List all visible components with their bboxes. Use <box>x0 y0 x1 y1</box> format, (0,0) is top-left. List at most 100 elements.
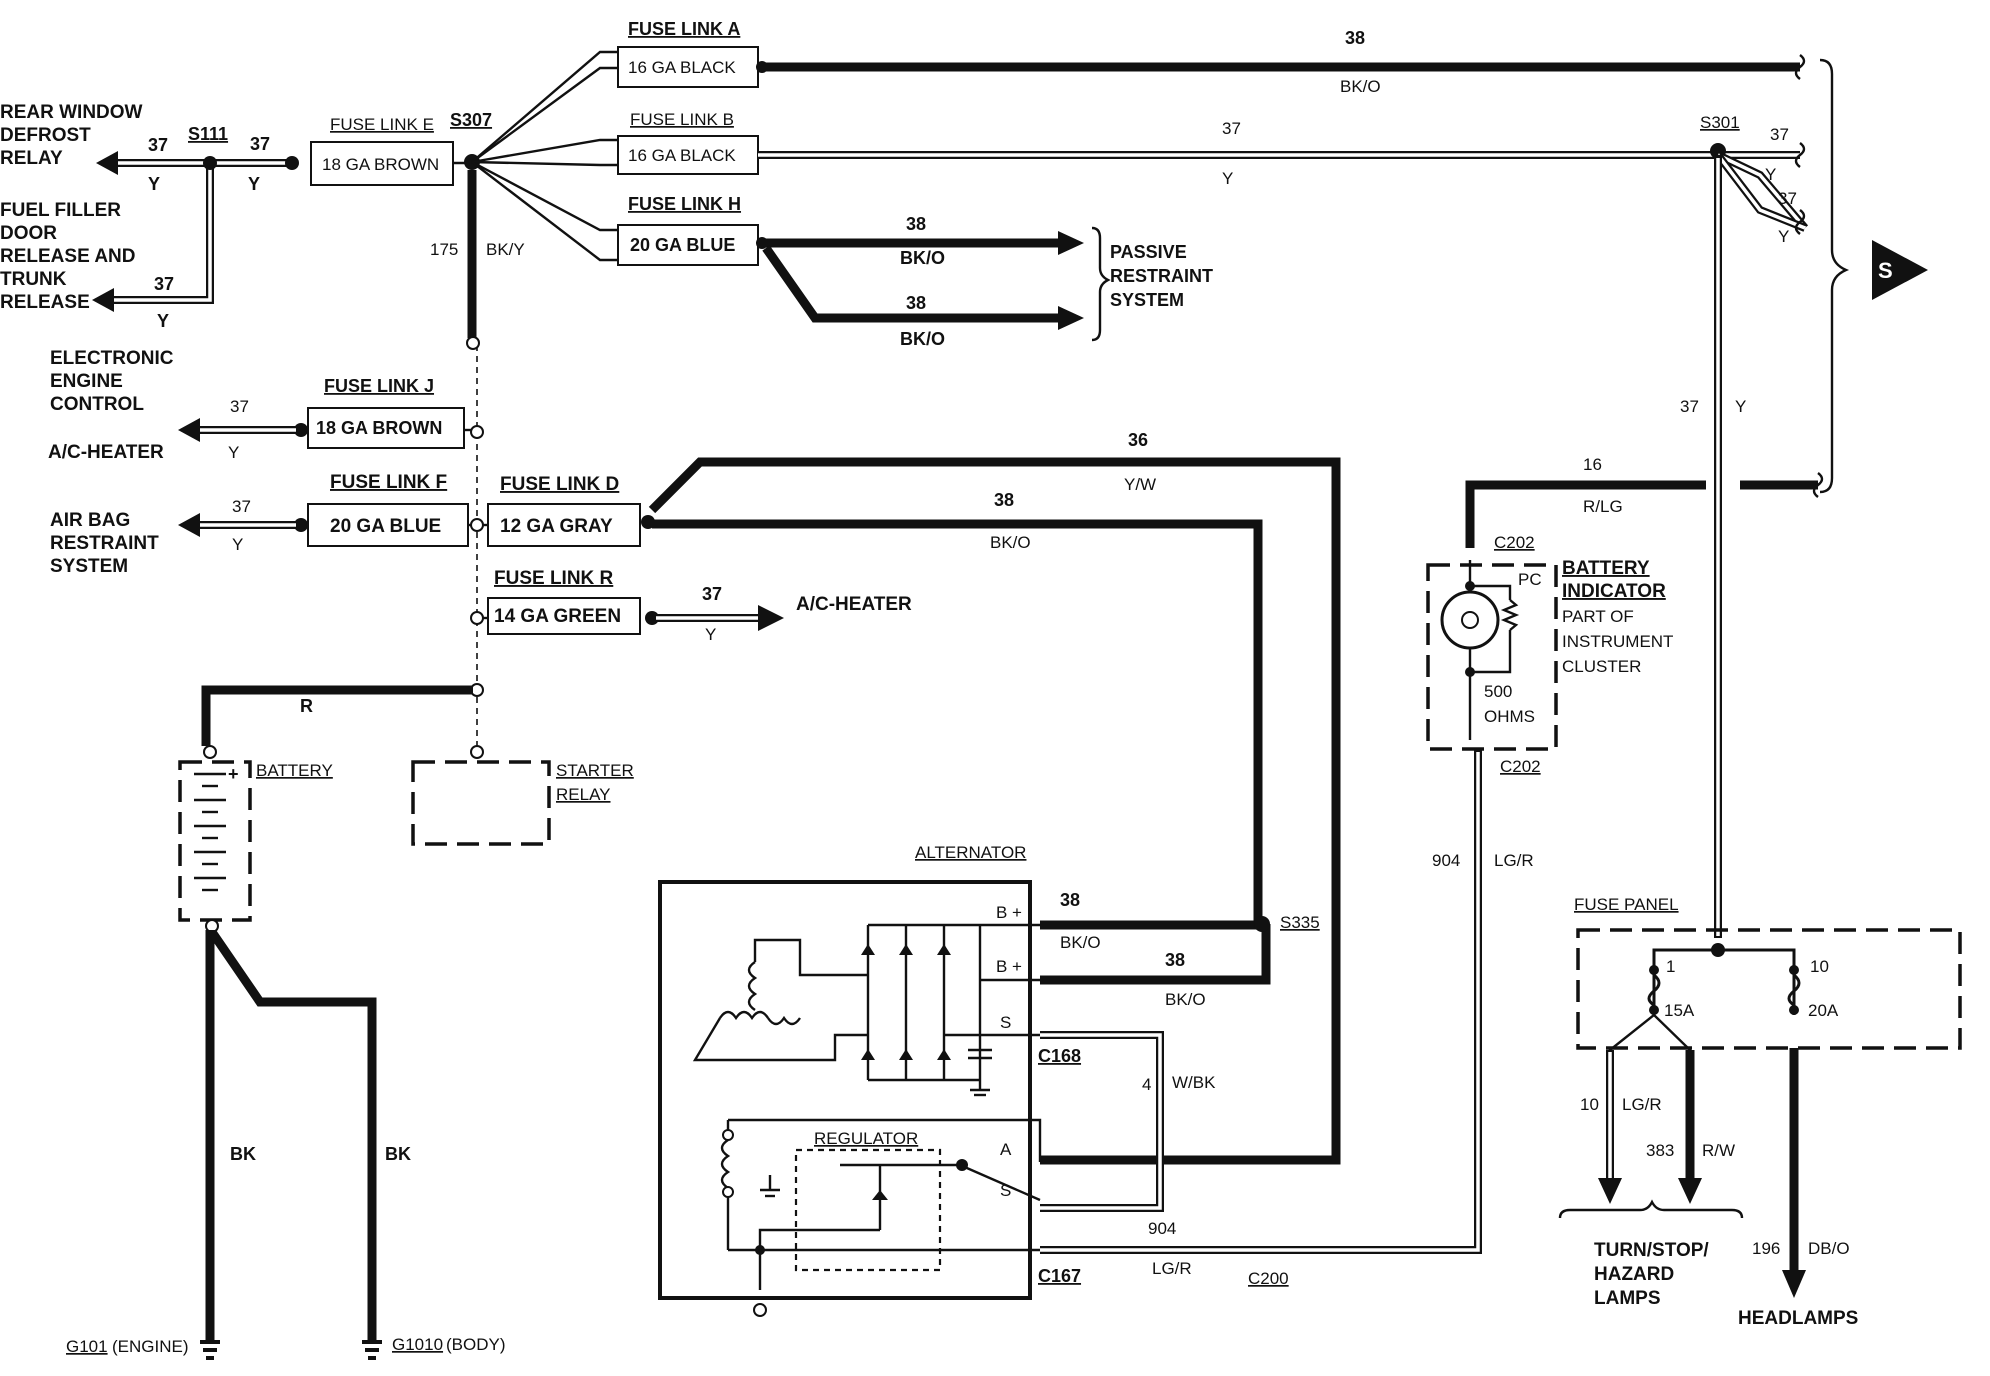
alternator-label: ALTERNATOR <box>915 843 1026 862</box>
g101-label: G101 <box>66 1337 108 1356</box>
b-plus-wires <box>1040 920 1271 985</box>
wire-38-d-num: 38 <box>994 490 1014 510</box>
s111-node <box>203 156 217 170</box>
wire-36-yw <box>648 457 1341 1165</box>
battery-indicator-box <box>1426 563 1558 751</box>
fuse-link-b-title: FUSE LINK B <box>630 110 734 129</box>
wire-16-rlg <box>1465 480 1706 548</box>
wire-38-passive2-color: BK/O <box>900 329 945 349</box>
wire-38-top-num: 38 <box>1345 28 1365 48</box>
wire-38-d <box>652 519 1263 924</box>
wire-16-color: R/LG <box>1583 497 1623 516</box>
fuse-link-h-box <box>617 224 759 266</box>
fuse-link-r-spec: 14 GA GREEN <box>494 606 621 627</box>
wire-37-rear2: 37 <box>250 134 270 154</box>
svg-text:TRUNK: TRUNK <box>0 269 67 290</box>
term-s2: S <box>1000 1181 1011 1200</box>
wire-383-color: R/W <box>1702 1141 1735 1160</box>
wire-37-eec-num: 37 <box>230 397 249 416</box>
svg-text:AIR BAG: AIR BAG <box>50 510 130 531</box>
fuse-link-j-spec: 18 GA BROWN <box>316 418 442 438</box>
fuse-link-a-title: FUSE LINK A <box>628 19 740 39</box>
wire-38-b1-num: 38 <box>1060 890 1080 910</box>
fuel-filler-door-label: FUEL FILLER DOOR RELEASE AND TRUNK RELEA… <box>0 200 135 313</box>
eec-label: ELECTRONIC ENGINE CONTROL <box>50 348 174 415</box>
s-brace <box>1819 58 1850 494</box>
rear-window-defrost-relay-label: REAR WINDOW DEFROST RELAY <box>0 102 143 169</box>
wire-37-eec-color: Y <box>228 443 239 462</box>
wire-904-bot-num: 904 <box>1148 1219 1176 1238</box>
wire-37-fuel: 37 <box>154 274 174 294</box>
passive-wires <box>762 231 1084 330</box>
s335-label: S335 <box>1280 913 1320 932</box>
wire-37-b-num: 37 <box>1222 119 1241 138</box>
ohms-label-1: 500 <box>1484 682 1512 701</box>
svg-text:+: + <box>228 764 239 784</box>
fuse-link-e-spec: 18 GA BROWN <box>322 155 439 174</box>
s307-fan-wires <box>471 50 628 262</box>
fuse-link-d-title: FUSE LINK D <box>500 474 619 495</box>
term-b-plus-2: B + <box>996 957 1022 976</box>
fuse-link-a-box <box>617 46 759 88</box>
wire-38-d-color: BK/O <box>990 533 1031 552</box>
pc-label: PC <box>1518 570 1542 589</box>
fuse-link-h-spec: 20 GA BLUE <box>630 235 735 255</box>
fuse-link-r-box <box>487 597 641 635</box>
svg-text:FUEL FILLER: FUEL FILLER <box>0 200 121 221</box>
wire-38-b1-color: BK/O <box>1060 933 1101 952</box>
svg-text:CONTROL: CONTROL <box>50 394 144 415</box>
fuse-10-label: 10 <box>1810 957 1829 976</box>
s111-splice-wires <box>92 151 290 312</box>
passive-restraint-label: PASSIVE RESTRAINT SYSTEM <box>1110 242 1213 310</box>
wire-16-num: 16 <box>1583 455 1602 474</box>
instrument-label-1: PART OF <box>1562 607 1634 626</box>
bk2-label: BK <box>385 1144 411 1164</box>
c200-label: C200 <box>1248 1269 1289 1288</box>
bk1-label: BK <box>230 1144 256 1164</box>
wire-37-vert-num: 37 <box>1680 397 1699 416</box>
svg-text:DEFROST: DEFROST <box>0 125 91 146</box>
ground-g101 <box>200 1340 220 1360</box>
term-s: S <box>1000 1013 1011 1032</box>
ac-heater-left-label: A/C-HEATER <box>48 442 164 463</box>
turn-lamps-label-1: TURN/STOP/ <box>1594 1240 1709 1261</box>
wire-4-color: W/BK <box>1172 1073 1216 1092</box>
battery-label: BATTERY <box>256 761 333 780</box>
wire-37-eec <box>178 418 296 442</box>
wire-383-rw <box>1678 1050 1702 1204</box>
battery-indicator-label-2: INDICATOR <box>1562 581 1666 602</box>
y-fuel: Y <box>157 311 169 331</box>
wire-37-r-num: 37 <box>702 584 722 604</box>
wire-383-num: 383 <box>1646 1141 1674 1160</box>
battery-indicator-label-1: BATTERY <box>1562 558 1650 579</box>
wire-37-r-color: Y <box>705 625 716 644</box>
starter-relay-label-2: RELAY <box>556 785 611 804</box>
starter-relay-label-1: STARTER <box>556 761 634 780</box>
turn-lamps-brace <box>1558 1199 1744 1219</box>
regulator-label: REGULATOR <box>814 1129 918 1148</box>
turn-lamps-label-3: LAMPS <box>1594 1288 1661 1309</box>
s-ref-label: S <box>1878 258 1893 283</box>
svg-text:ENGINE: ENGINE <box>50 371 123 392</box>
svg-text:RESTRAINT: RESTRAINT <box>50 533 159 554</box>
wire-4-wbk <box>1040 1031 1164 1212</box>
wire-38-b2-num: 38 <box>1165 950 1185 970</box>
svg-text:SYSTEM: SYSTEM <box>50 556 128 577</box>
wire-37-r <box>656 605 784 631</box>
s301-label: S301 <box>1700 113 1740 132</box>
c168-label: C168 <box>1038 1046 1081 1066</box>
fuse-link-e-node <box>285 156 299 170</box>
headlamps-label: HEADLAMPS <box>1738 1308 1858 1329</box>
wire-36-num: 36 <box>1128 430 1148 450</box>
fuse-link-j-box <box>307 407 465 449</box>
svg-text:RELAY: RELAY <box>0 148 63 169</box>
s301-branches <box>1714 142 1809 235</box>
term-a: A <box>1000 1140 1012 1159</box>
wire-38-top-color: BK/O <box>1340 77 1381 96</box>
svg-text:DOOR: DOOR <box>0 223 57 244</box>
wire-904-bot-color: LG/R <box>1152 1259 1192 1278</box>
wire-37-rear1: 37 <box>148 135 168 155</box>
wire-196-dbo <box>1782 1048 1806 1298</box>
battery-cells: + <box>194 764 239 892</box>
ohms-label-2: OHMS <box>1484 707 1535 726</box>
